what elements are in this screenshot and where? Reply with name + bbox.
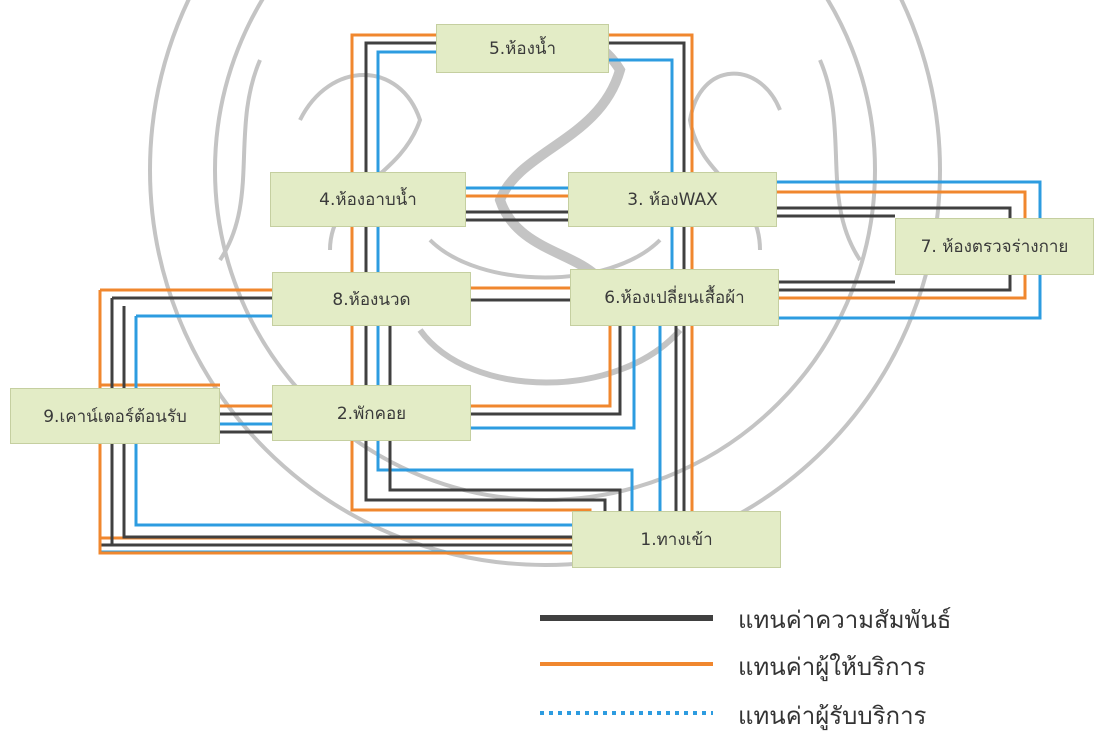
room-7-health-check: 7. ห้องตรวจร่างกาย — [895, 218, 1094, 275]
route-right-trunk-relation — [609, 41, 686, 511]
route-waiting-changing-relation — [471, 326, 622, 416]
route-massage-entrance-relation2 — [122, 306, 572, 539]
room-9-reception: 9.เคาน์เตอร์ต้อนรับ — [10, 388, 220, 444]
route-left-trunk-staff — [350, 33, 592, 512]
route-right-trunk-client — [609, 58, 674, 172]
route-massage-entrance-relation — [110, 298, 572, 547]
route-left-trunk-client — [376, 50, 436, 172]
room-3-wax: 3. ห้องWAX — [568, 172, 777, 227]
route-massage-entrance-staff — [98, 290, 572, 555]
room-4-shower: 4.ห้องอาบน้ำ — [270, 172, 466, 227]
route-left-trunk-relation — [364, 41, 607, 511]
room-8-massage: 8.ห้องนวด — [272, 272, 471, 326]
route-waiting-changing-client — [471, 326, 636, 430]
legend-label-staff: แทนค่าผู้ให้บริการ — [738, 653, 926, 681]
legend-label-client: แทนค่าผู้รับบริการ — [738, 702, 927, 730]
room-2-waiting: 2.พักคอย — [272, 385, 471, 441]
room-1-entrance: 1.ทางเข้า — [572, 511, 781, 568]
route-right-trunk-staff — [609, 33, 694, 511]
room-6-changing: 6.ห้องเปลี่ยนเสื้อผ้า — [570, 269, 779, 326]
route-massage-entrance-client — [134, 316, 572, 527]
legend-label-relation: แทนค่าความสัมพันธ์ — [738, 606, 952, 634]
route-waiting-changing-staff — [471, 326, 612, 408]
room-5-restroom: 5.ห้องน้ำ — [436, 24, 609, 73]
